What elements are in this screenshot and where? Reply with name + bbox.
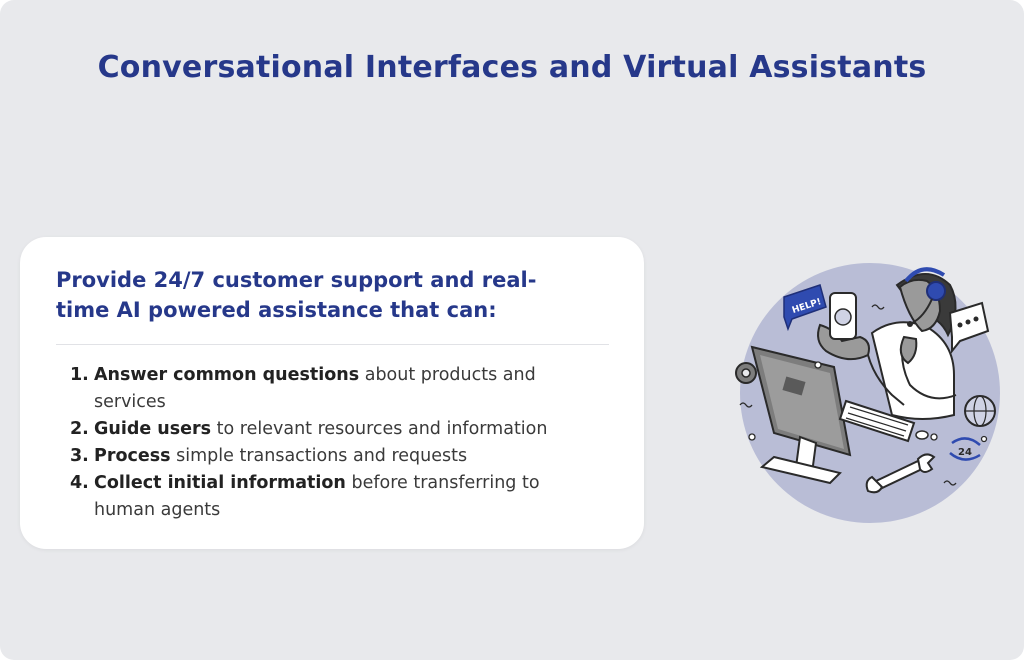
list-item: 2. Guide users to relevant resources and… [56,416,596,443]
list-item-lead: Answer common questions [94,365,360,385]
card-divider [56,344,609,345]
monitor-icon [750,345,852,485]
chat-bubble-icon [948,301,990,354]
list-item-text: simple transactions and requests [170,446,468,466]
phone-icon [829,292,857,340]
24-hour-icon: 24 [949,437,981,461]
decorative-sparkles [748,361,988,443]
wrench-icon [865,453,936,494]
badge-label: 24 [958,447,972,458]
globe-icon [964,395,996,427]
list-number: 2. [70,419,89,439]
gear-icon [735,362,757,384]
card-heading: Provide 24/7 customer support and real-t… [56,268,537,322]
list-item: 1. Answer common questions about product… [56,362,596,416]
list-item-text: to relevant resources and information [211,419,548,439]
list-item-text: before transferring to human agents [94,473,540,520]
support-agent [817,267,957,420]
support-agent-illustration: HELP! [735,263,1000,523]
info-card: Provide 24/7 customer support and real-t… [20,237,644,549]
list-number: 4. [70,473,89,493]
list-number: 1. [70,365,89,385]
list-item-text: about products and services [94,365,536,412]
capability-list: 1. Answer common questions about product… [56,362,596,524]
list-item: 4. Collect initial information before tr… [56,470,596,524]
list-item: 3. Process simple transactions and reque… [56,443,596,470]
list-number: 3. [70,446,89,466]
list-item-lead: Collect initial information [94,473,346,493]
mouse-icon [915,430,929,440]
keyboard-icon [838,399,916,443]
page-title: Conversational Interfaces and Virtual As… [97,50,927,85]
list-item-lead: Guide users [94,419,212,439]
decorative-squiggles [739,304,957,486]
help-bubble-icon: HELP! [783,284,827,332]
list-item-lead: Process [94,446,171,466]
